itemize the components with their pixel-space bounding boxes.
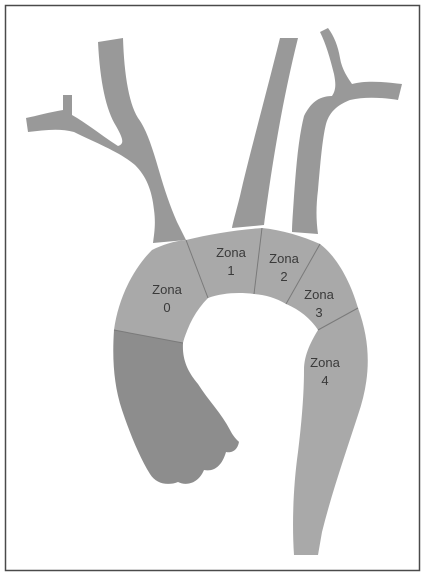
left-subclavian-artery <box>292 28 402 234</box>
zone-label-2-word: Zona <box>269 251 299 266</box>
left-common-carotid <box>232 38 298 228</box>
zone-label-4-number: 4 <box>321 373 328 388</box>
zone-label-0-number: 0 <box>163 300 170 315</box>
zone-label-1-word: Zona <box>216 245 246 260</box>
zone-label-0-word: Zona <box>152 282 182 297</box>
zone-label-3-number: 3 <box>315 305 322 320</box>
zone-label-4-word: Zona <box>310 355 340 370</box>
zone-label-3-word: Zona <box>304 287 334 302</box>
zone-label-2-number: 2 <box>280 269 287 284</box>
brachiocephalic-trunk <box>26 38 186 243</box>
zone-label-1-number: 1 <box>227 263 234 278</box>
